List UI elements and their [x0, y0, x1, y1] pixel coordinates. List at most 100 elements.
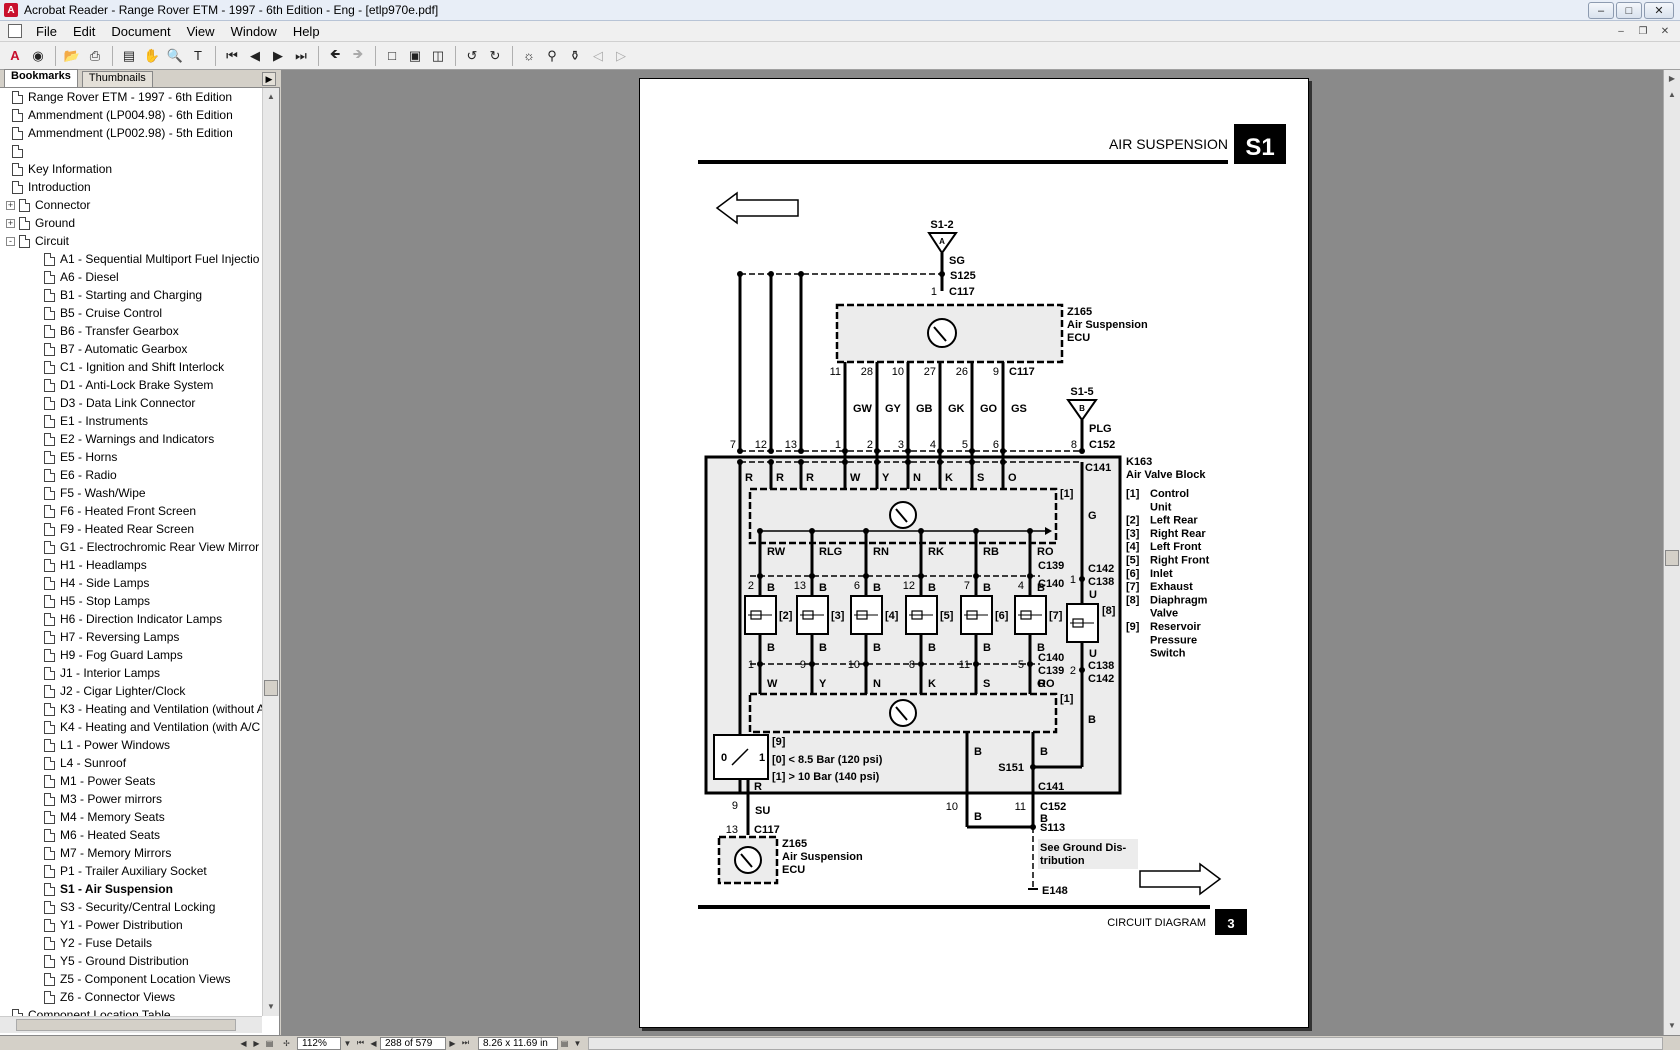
- menu-edit[interactable]: Edit: [72, 23, 96, 39]
- bookmark-item[interactable]: C1 - Ignition and Shift Interlock: [0, 358, 262, 376]
- bookmark-horizontal-scrollbar[interactable]: [0, 1016, 262, 1033]
- scroll-down-icon[interactable]: ▼: [1668, 1021, 1676, 1030]
- bookmark-item[interactable]: D3 - Data Link Connector: [0, 394, 262, 412]
- zoom-tool-icon[interactable]: 🔍: [166, 47, 184, 63]
- print-icon[interactable]: ⎙: [89, 47, 101, 63]
- bookmark-item[interactable]: F9 - Heated Rear Screen: [0, 520, 262, 538]
- document-icon[interactable]: [8, 24, 22, 38]
- actual-size-icon[interactable]: □: [388, 48, 396, 63]
- document-horizontal-scrollbar[interactable]: [588, 1036, 1663, 1050]
- fit-page-icon[interactable]: ▣: [408, 47, 422, 63]
- bookmark-item[interactable]: M6 - Heated Seats: [0, 826, 262, 844]
- bookmark-item[interactable]: Component Location Table: [0, 1006, 262, 1016]
- bookmark-item[interactable]: B6 - Transfer Gearbox: [0, 322, 262, 340]
- last-page-icon[interactable]: ⏭: [461, 1038, 470, 1047]
- bookmark-item[interactable]: A1 - Sequential Multiport Fuel Injectio: [0, 250, 262, 268]
- pane-options-icon[interactable]: ▤: [265, 1038, 274, 1048]
- bookmark-item[interactable]: [0, 142, 262, 160]
- scroll-thumb[interactable]: [264, 680, 278, 696]
- next-highlight-icon[interactable]: ▷: [616, 47, 626, 63]
- bookmark-item[interactable]: Introduction: [0, 178, 262, 196]
- search-icon[interactable]: ⚲: [547, 47, 557, 63]
- bookmark-item[interactable]: B1 - Starting and Charging: [0, 286, 262, 304]
- bookmark-item[interactable]: H4 - Side Lamps: [0, 574, 262, 592]
- bookmark-item[interactable]: Ammendment (LP002.98) - 5th Edition: [0, 124, 262, 142]
- bookmark-item[interactable]: M1 - Power Seats: [0, 772, 262, 790]
- search-results-icon[interactable]: ⚱: [569, 47, 581, 63]
- menu-document[interactable]: Document: [111, 23, 171, 39]
- last-page-icon[interactable]: ⏭: [295, 47, 307, 63]
- previous-highlight-icon[interactable]: ◁: [593, 47, 603, 63]
- minimize-button[interactable]: –: [1588, 2, 1614, 19]
- zoom-dropdown-icon[interactable]: ▼: [343, 1038, 352, 1048]
- maximize-button[interactable]: □: [1616, 2, 1642, 19]
- doc-minimize-button[interactable]: –: [1618, 26, 1624, 37]
- bookmark-item[interactable]: +Ground: [0, 214, 262, 232]
- expand-icon[interactable]: +: [6, 199, 15, 210]
- pane-menu-arrow-icon[interactable]: ▶: [262, 72, 276, 86]
- bookmark-item[interactable]: Z5 - Component Location Views: [0, 970, 262, 988]
- bookmark-item[interactable]: E6 - Radio: [0, 466, 262, 484]
- next-page-icon[interactable]: ▶: [449, 1038, 456, 1048]
- bookmark-item[interactable]: F5 - Wash/Wipe: [0, 484, 262, 502]
- bookmark-item[interactable]: Y5 - Ground Distribution: [0, 952, 262, 970]
- doc-close-button[interactable]: ✕: [1660, 26, 1670, 37]
- next-page-icon[interactable]: ▶: [273, 47, 283, 63]
- bookmark-item[interactable]: L1 - Power Windows: [0, 736, 262, 754]
- bookmark-item[interactable]: Y1 - Power Distribution: [0, 916, 262, 934]
- bookmark-item[interactable]: E2 - Warnings and Indicators: [0, 430, 262, 448]
- bookmark-item[interactable]: G1 - Electrochromic Rear View Mirror: [0, 538, 262, 556]
- resize-pane-icon[interactable]: ✢: [283, 1038, 290, 1048]
- menu-window[interactable]: Window: [230, 23, 277, 39]
- bookmark-item[interactable]: Ammendment (LP004.98) - 6th Edition: [0, 106, 262, 124]
- rotate-right-icon[interactable]: ↻: [489, 47, 501, 63]
- bookmark-item[interactable]: L4 - Sunroof: [0, 754, 262, 772]
- bookmark-item[interactable]: P1 - Trailer Auxiliary Socket: [0, 862, 262, 880]
- bookmark-item[interactable]: J1 - Interior Lamps: [0, 664, 262, 682]
- bookmark-item[interactable]: E1 - Instruments: [0, 412, 262, 430]
- rotate-left-icon[interactable]: ↺: [466, 47, 478, 63]
- bookmark-item[interactable]: K3 - Heating and Ventilation (without A: [0, 700, 262, 718]
- first-page-icon[interactable]: ⏮: [356, 1038, 365, 1047]
- bookmark-item[interactable]: M3 - Power mirrors: [0, 790, 262, 808]
- bookmark-item[interactable]: D1 - Anti-Lock Brake System: [0, 376, 262, 394]
- first-page-icon[interactable]: ⏮: [226, 47, 238, 63]
- bookmark-item[interactable]: E5 - Horns: [0, 448, 262, 466]
- bookmark-item[interactable]: Range Rover ETM - 1997 - 6th Edition: [0, 88, 262, 106]
- expand-icon[interactable]: +: [6, 217, 15, 228]
- close-button[interactable]: ✕: [1644, 2, 1674, 19]
- go-forward-icon[interactable]: 🡺: [352, 45, 364, 61]
- bookmark-item[interactable]: -Circuit: [0, 232, 262, 250]
- bookmark-item[interactable]: K4 - Heating and Ventilation (with A/C: [0, 718, 262, 736]
- bookmark-item[interactable]: S1 - Air Suspension: [0, 880, 262, 898]
- show-navigation-pane-icon[interactable]: ▤: [122, 47, 136, 63]
- menu-help[interactable]: Help: [292, 23, 320, 39]
- pane-right-icon[interactable]: ▶: [253, 1038, 260, 1048]
- bookmark-item[interactable]: B5 - Cruise Control: [0, 304, 262, 322]
- bookmark-item[interactable]: S3 - Security/Central Locking: [0, 898, 262, 916]
- bookmark-item[interactable]: H6 - Direction Indicator Lamps: [0, 610, 262, 628]
- bookmark-item[interactable]: Z6 - Connector Views: [0, 988, 262, 1006]
- bookmark-item[interactable]: H1 - Headlamps: [0, 556, 262, 574]
- pane-left-icon[interactable]: ◀: [240, 1038, 247, 1048]
- previous-page-icon[interactable]: ◀: [250, 47, 260, 63]
- scroll-right-pane-icon[interactable]: ▶: [1668, 74, 1676, 83]
- collapse-icon[interactable]: -: [6, 236, 15, 246]
- tab-bookmarks[interactable]: Bookmarks: [4, 69, 78, 87]
- bookmark-item[interactable]: M4 - Memory Seats: [0, 808, 262, 826]
- bookmark-item[interactable]: H5 - Stop Lamps: [0, 592, 262, 610]
- page-layout-dropdown-icon[interactable]: ▼: [573, 1038, 582, 1048]
- find-icon[interactable]: ☼: [523, 48, 535, 63]
- bookmark-item[interactable]: J2 - Cigar Lighter/Clock: [0, 682, 262, 700]
- bookmark-item[interactable]: B7 - Automatic Gearbox: [0, 340, 262, 358]
- document-vertical-scrollbar[interactable]: ▶ ▲ ▼: [1663, 70, 1680, 1035]
- scroll-up-icon[interactable]: ▲: [267, 92, 275, 101]
- bookmark-item[interactable]: Key Information: [0, 160, 262, 178]
- doc-restore-button[interactable]: ❐: [1638, 26, 1648, 37]
- scroll-down-icon[interactable]: ▼: [267, 1002, 275, 1011]
- bookmark-vertical-scrollbar[interactable]: ▲ ▼: [262, 88, 279, 1016]
- previous-page-icon[interactable]: ◀: [370, 1038, 377, 1048]
- bookmark-item[interactable]: +Connector: [0, 196, 262, 214]
- open-icon[interactable]: 📂: [63, 47, 81, 63]
- hand-tool-icon[interactable]: ✋: [143, 47, 161, 63]
